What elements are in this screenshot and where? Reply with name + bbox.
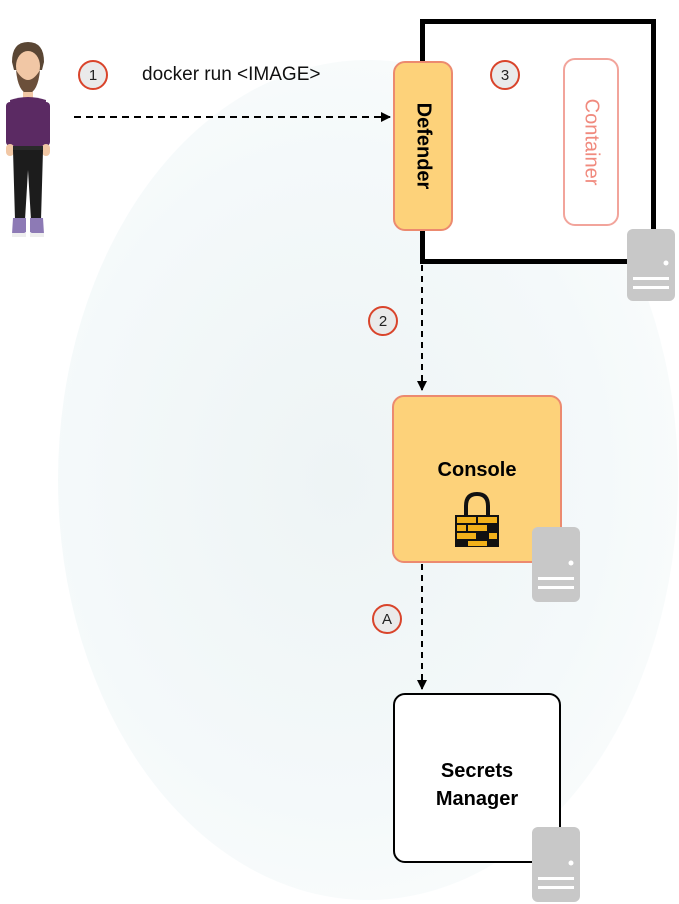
server-icon [532, 827, 580, 902]
step-2-badge: 2 [368, 306, 398, 336]
defender-node: Defender [393, 61, 453, 231]
step-A-badge: A [372, 604, 402, 634]
server-icon [627, 229, 675, 301]
step-3-badge: 3 [490, 60, 520, 90]
container-node: Container [563, 58, 619, 226]
person-icon [6, 42, 50, 237]
step-1-badge: 1 [78, 60, 108, 90]
secrets-label-line2: Manager [435, 788, 519, 810]
step-3-label: 3 [500, 66, 510, 84]
firewall-lock-icon [455, 491, 499, 547]
container-label: Container [580, 98, 603, 186]
step-2-label: 2 [378, 312, 388, 330]
defender-label: Defender [412, 102, 435, 190]
secrets-manager-label: Secrets Manager [395, 757, 559, 813]
secrets-label-line1: Secrets [440, 760, 514, 782]
docker-command: docker run <IMAGE> [142, 64, 321, 85]
step-1-label: 1 [88, 66, 98, 84]
console-label: Console [437, 459, 517, 481]
host-frame [420, 19, 656, 264]
step-A-label: A [381, 610, 392, 628]
server-icon [532, 527, 580, 602]
